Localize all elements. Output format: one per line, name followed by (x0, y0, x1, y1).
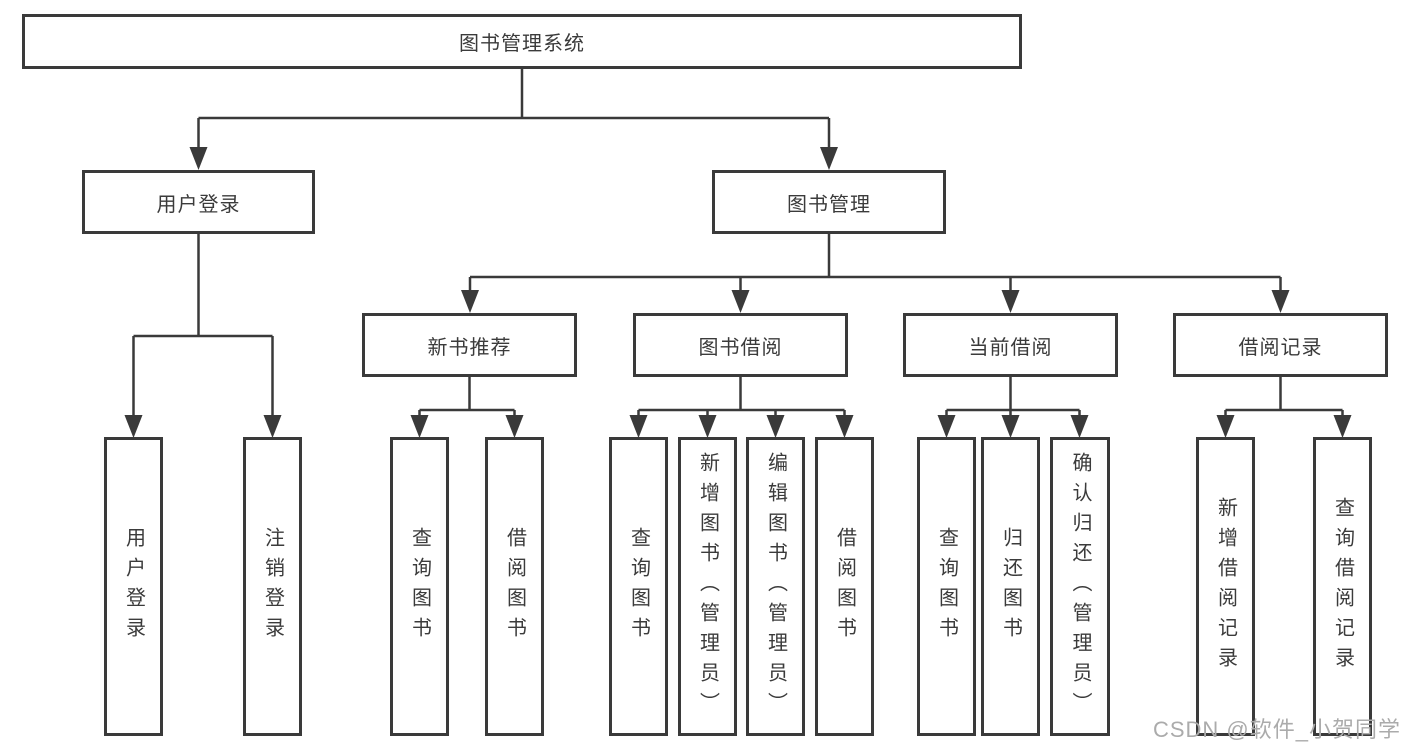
leaf-query-books-1: 查询图书 (390, 437, 449, 736)
leaf-label: 注销登录 (261, 526, 284, 647)
leaf-label: 借阅图书 (503, 526, 526, 647)
leaf-query-books-2: 查询图书 (609, 437, 668, 736)
node-user-login-label: 用户登录 (156, 193, 241, 216)
leaf-label: 编辑图书（管理员） (764, 451, 787, 722)
leaf-query-borrow-record: 查询借阅记录 (1313, 437, 1372, 736)
leaf-label: 确认归还（管理员） (1069, 451, 1091, 722)
node-book-management: 图书管理 (712, 170, 946, 234)
node-current-borrow-label: 当前借阅 (968, 336, 1053, 359)
node-book-borrow-label: 图书借阅 (698, 336, 783, 359)
node-borrow-records: 借阅记录 (1173, 313, 1388, 377)
node-book-borrow: 图书借阅 (633, 313, 848, 377)
leaf-label: 新增图书（管理员） (696, 451, 719, 722)
leaf-label: 借阅图书 (833, 526, 856, 647)
node-new-book-recommend-label: 新书推荐 (427, 336, 512, 359)
leaf-borrow-books-1: 借阅图书 (485, 437, 544, 736)
leaf-return-books: 归还图书 (981, 437, 1040, 736)
arrowheads (124, 147, 1352, 438)
node-current-borrow: 当前借阅 (903, 313, 1118, 377)
node-library-system: 图书管理系统 (22, 14, 1022, 69)
leaf-borrow-books-2: 借阅图书 (815, 437, 874, 736)
leaf-label: 归还图书 (999, 526, 1022, 647)
leaf-logout: 注销登录 (243, 437, 302, 736)
leaf-confirm-return-admin: 确认归还（管理员） (1050, 437, 1110, 736)
node-new-book-recommend: 新书推荐 (362, 313, 577, 377)
leaf-label: 查询图书 (935, 526, 958, 647)
leaf-user-login: 用户登录 (104, 437, 163, 736)
leaf-label: 查询图书 (408, 526, 431, 647)
leaf-add-books-admin: 新增图书（管理员） (678, 437, 737, 736)
leaf-label: 用户登录 (122, 526, 145, 647)
leaf-label: 新增借阅记录 (1214, 496, 1237, 677)
leaf-edit-books-admin: 编辑图书（管理员） (746, 437, 805, 736)
leaf-add-borrow-record: 新增借阅记录 (1196, 437, 1255, 736)
node-library-system-label: 图书管理系统 (459, 33, 585, 55)
leaf-label: 查询借阅记录 (1331, 496, 1354, 677)
leaf-query-books-3: 查询图书 (917, 437, 976, 736)
node-borrow-records-label: 借阅记录 (1238, 336, 1323, 359)
leaf-label: 查询图书 (627, 526, 650, 647)
node-book-management-label: 图书管理 (787, 193, 871, 216)
node-user-login: 用户登录 (82, 170, 315, 234)
